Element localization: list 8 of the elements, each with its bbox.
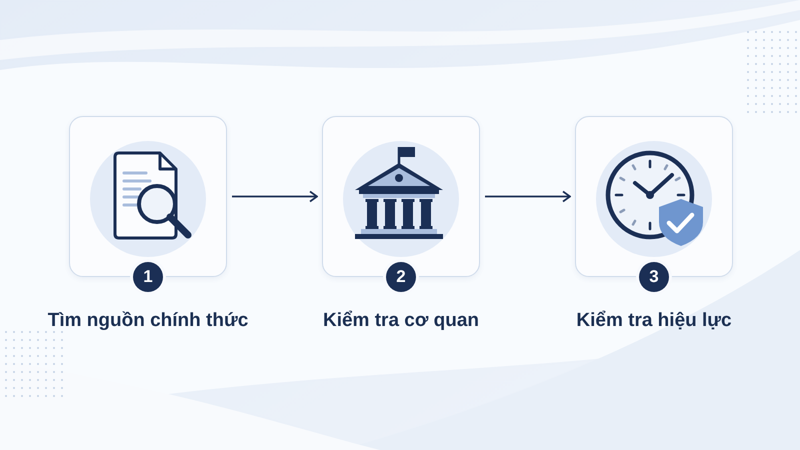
step-label: Kiểm tra cơ quan — [322, 309, 480, 333]
step-label: Kiểm tra hiệu lực — [576, 309, 732, 333]
arrow — [232, 190, 318, 202]
arrow — [485, 190, 571, 202]
step-number: 1 — [133, 262, 163, 292]
step-number: 2 — [386, 262, 416, 292]
step-number: 3 — [639, 262, 669, 292]
step-label: Tìm nguồn chính thức — [48, 309, 248, 333]
